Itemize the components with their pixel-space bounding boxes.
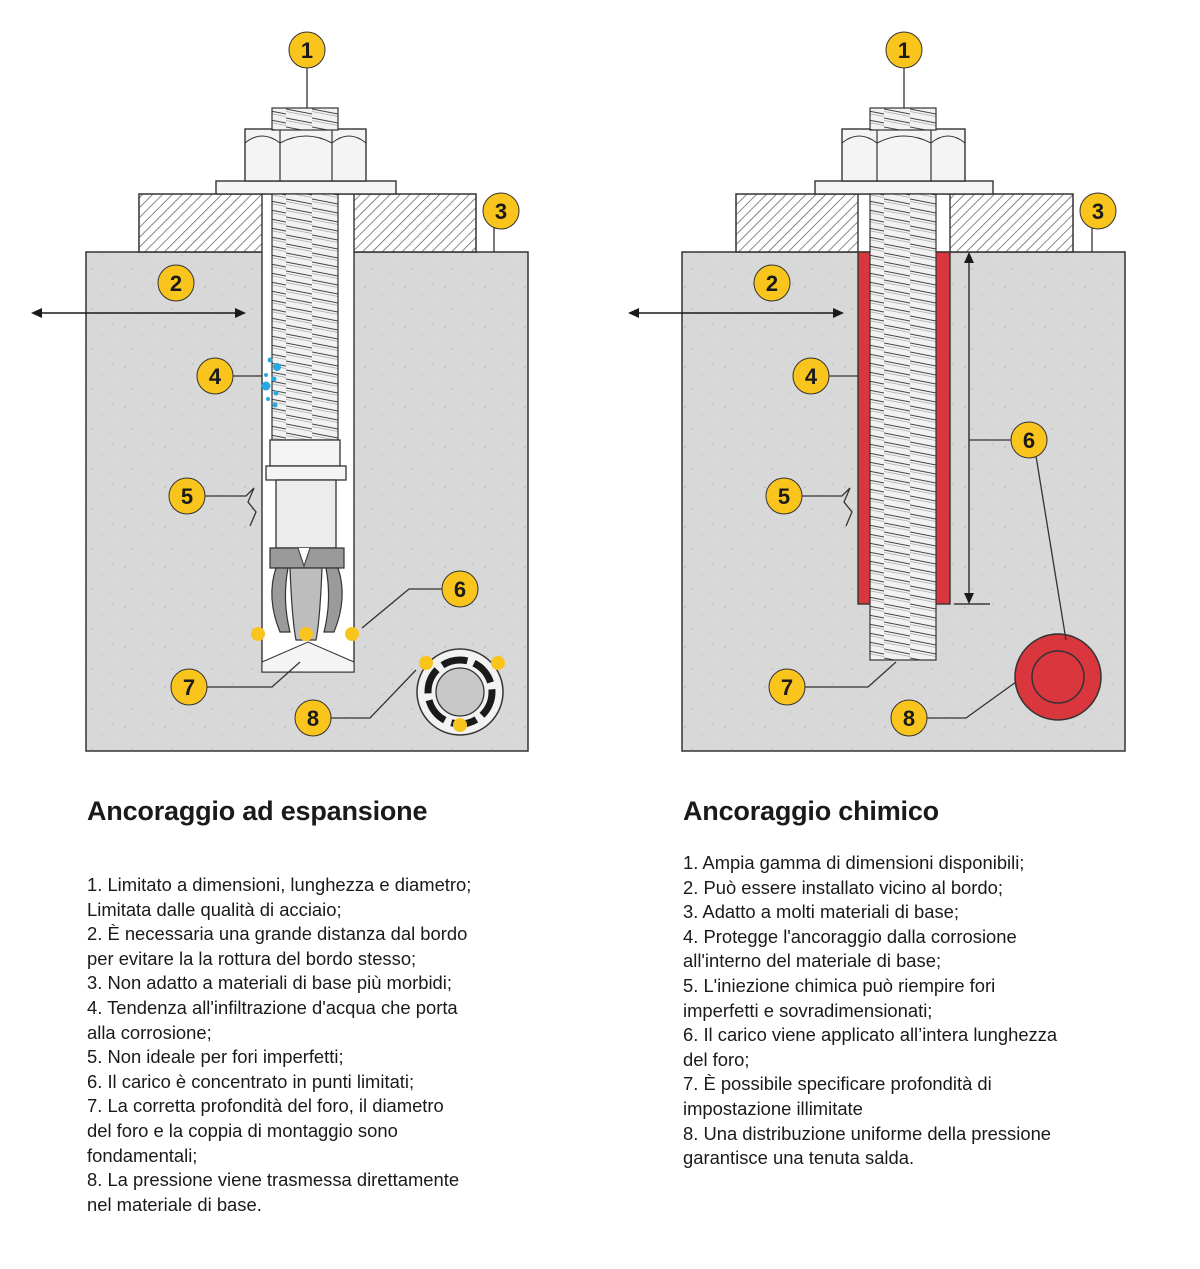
list-item: del foro; bbox=[683, 1048, 750, 1070]
svg-text:8: 8 bbox=[307, 706, 319, 731]
callout-7: 7 bbox=[170, 668, 208, 706]
chemical-anchor-figure: 1 2 3 4 5 6 7 8 bbox=[628, 31, 1126, 752]
svg-text:5: 5 bbox=[181, 484, 193, 509]
threaded-rod bbox=[869, 193, 937, 661]
cross-section-circle bbox=[1014, 633, 1102, 721]
list-item: 5. L'iniezione chimica può riempire fori bbox=[683, 974, 996, 996]
callout-3: 3 bbox=[1079, 192, 1117, 230]
hex-nut bbox=[841, 128, 966, 182]
list-item: garantisce una tenuta salda. bbox=[683, 1147, 915, 1169]
callout-3: 3 bbox=[482, 192, 520, 230]
callout-5: 5 bbox=[765, 477, 803, 515]
list-item: alla corrosione; bbox=[87, 1021, 212, 1043]
expansion-anchor-list: 1. Limitato a dimensioni, lunghezza e di… bbox=[87, 873, 557, 1217]
list-item: 2. Può essere installato vicino al bordo… bbox=[683, 876, 1003, 898]
svg-text:4: 4 bbox=[209, 364, 222, 389]
svg-text:4: 4 bbox=[805, 364, 818, 389]
washer bbox=[215, 180, 397, 195]
list-item: 5. Non ideale per fori imperfetti; bbox=[87, 1046, 344, 1068]
expansion-clip bbox=[269, 547, 345, 641]
list-item: all'interno del materiale di base; bbox=[683, 950, 942, 972]
callout-4: 4 bbox=[196, 357, 234, 395]
embedment-depth-dimension bbox=[954, 252, 990, 605]
list-item: per evitare la la rottura del bordo stes… bbox=[87, 947, 417, 969]
washer bbox=[814, 180, 994, 195]
list-item: impostazione illimitate bbox=[683, 1097, 863, 1119]
expansion-anchor-figure: 1 2 3 4 5 6 7 8 bbox=[31, 31, 529, 752]
list-item: 8. Una distribuzione uniforme della pres… bbox=[683, 1122, 1052, 1144]
svg-text:2: 2 bbox=[766, 271, 778, 296]
svg-text:8: 8 bbox=[903, 706, 915, 731]
contact-points bbox=[251, 627, 359, 641]
svg-text:2: 2 bbox=[170, 271, 182, 296]
hex-nut bbox=[244, 128, 367, 182]
expansion-anchor-title: Ancoraggio ad espansione bbox=[87, 796, 428, 826]
chemical-anchor-title: Ancoraggio chimico bbox=[683, 796, 939, 826]
list-item: 1. Ampia gamma di dimensioni disponibili… bbox=[683, 852, 1025, 873]
list-item: nel materiale di base. bbox=[87, 1193, 262, 1215]
list-item: 6. Il carico è concentrato in punti limi… bbox=[87, 1070, 415, 1092]
chemical-anchor-list: 1. Ampia gamma di dimensioni disponibili… bbox=[683, 851, 1153, 1171]
callout-2: 2 bbox=[157, 264, 195, 302]
list-item: 7. La corretta profondità del foro, il d… bbox=[87, 1095, 444, 1117]
list-item: 2. È necessaria una grande distanza dal … bbox=[87, 923, 468, 945]
svg-text:7: 7 bbox=[183, 675, 195, 700]
callout-8: 8 bbox=[890, 699, 928, 737]
svg-text:1: 1 bbox=[898, 38, 910, 63]
expansion-cone bbox=[261, 641, 355, 673]
svg-text:5: 5 bbox=[778, 484, 790, 509]
edge-distance-arrow bbox=[628, 308, 844, 318]
list-item: 4. Protegge l'ancoraggio dalla corrosion… bbox=[683, 925, 1017, 947]
list-item: fondamentali; bbox=[87, 1144, 198, 1166]
anchor-sleeve bbox=[275, 479, 337, 549]
callout-5: 5 bbox=[168, 477, 206, 515]
svg-text:7: 7 bbox=[781, 675, 793, 700]
callout-8: 8 bbox=[294, 699, 332, 737]
svg-text:3: 3 bbox=[1092, 199, 1104, 224]
list-item: imperfetti e sovradimensionati; bbox=[683, 999, 933, 1021]
anchor-comparison-diagram: 1 2 3 4 5 6 7 8 bbox=[31, 31, 1126, 752]
svg-text:6: 6 bbox=[1023, 428, 1035, 453]
list-item: Limitata dalle qualità di acciaio; bbox=[87, 898, 342, 920]
list-item: 3. Non adatto a materiali di base più mo… bbox=[87, 972, 452, 994]
callout-6: 6 bbox=[441, 570, 479, 608]
callout-1: 1 bbox=[288, 31, 326, 69]
water-droplets bbox=[261, 357, 281, 408]
list-item: 3. Adatto a molti materiali di base; bbox=[683, 901, 960, 923]
anchor-collar bbox=[269, 439, 341, 467]
threaded-rod-top bbox=[869, 107, 937, 131]
cross-section-circle bbox=[416, 648, 505, 736]
list-item: del foro e la coppia di montaggio sono bbox=[87, 1119, 398, 1141]
list-item: 1. Limitato a dimensioni, lunghezza e di… bbox=[87, 874, 472, 895]
svg-text:1: 1 bbox=[301, 38, 313, 63]
list-item: 8. La pressione viene trasmessa direttam… bbox=[87, 1169, 460, 1191]
callout-6: 6 bbox=[1010, 421, 1048, 459]
threaded-rod-top bbox=[271, 107, 339, 131]
threaded-rod bbox=[271, 193, 339, 441]
callout-4: 4 bbox=[792, 357, 830, 395]
svg-text:6: 6 bbox=[454, 577, 466, 602]
edge-distance-arrow bbox=[31, 308, 246, 318]
svg-text:3: 3 bbox=[495, 199, 507, 224]
list-item: 4. Tendenza all'infiltrazione d'acqua ch… bbox=[87, 996, 458, 1018]
callout-2: 2 bbox=[753, 264, 791, 302]
callout-7: 7 bbox=[768, 668, 806, 706]
list-item: 7. È possibile specificare profondità di bbox=[683, 1073, 992, 1095]
callout-1: 1 bbox=[885, 31, 923, 69]
list-item: 6. Il carico viene applicato all’intera … bbox=[683, 1024, 1058, 1046]
